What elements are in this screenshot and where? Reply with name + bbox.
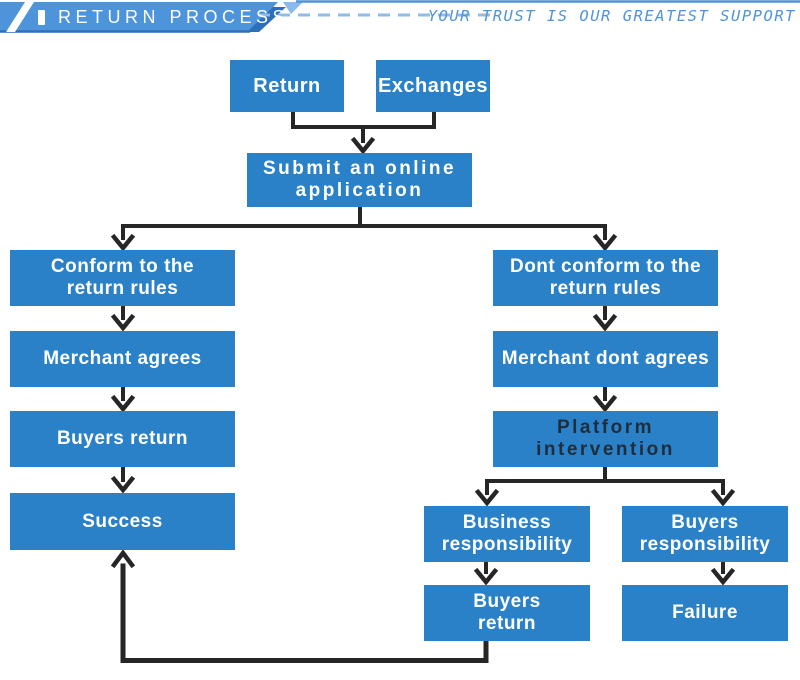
title-bar-icon xyxy=(38,10,45,25)
node-buyers-return: Buyers return xyxy=(10,411,235,467)
arrowhead-down xyxy=(110,233,136,252)
node-label: Dont conform to the return rules xyxy=(509,256,702,299)
node-label: Exchanges xyxy=(377,74,489,97)
page-title: RETURN PROCESS xyxy=(58,7,290,27)
arrowhead-down xyxy=(592,313,618,332)
banner-shape xyxy=(0,2,278,32)
node-conform-rules: Conform to the return rules xyxy=(10,250,235,306)
feedback-line xyxy=(120,563,489,663)
node-failure: Failure xyxy=(622,585,788,641)
node-submit-application: Submit an online application xyxy=(247,153,472,207)
arrowhead-down xyxy=(110,394,136,413)
node-label: Buyers responsibility xyxy=(639,512,771,555)
arrowhead-down xyxy=(592,394,618,413)
arrowhead-down xyxy=(110,475,136,494)
node-label: Merchant agrees xyxy=(43,348,202,370)
connector-line xyxy=(291,110,436,129)
arrowhead-down xyxy=(350,136,376,155)
node-dont-conform-rules: Dont conform to the return rules xyxy=(493,250,718,306)
connector-line xyxy=(121,224,607,240)
node-buyers-return-2: Buyers return xyxy=(424,585,590,641)
node-label: Business responsibility xyxy=(441,512,573,555)
node-label: Merchant dont agrees xyxy=(501,348,710,370)
arrowhead-up xyxy=(110,549,136,569)
node-business-responsibility: Business responsibility xyxy=(424,506,590,562)
node-buyers-responsibility: Buyers responsibility xyxy=(622,506,788,562)
node-label: Platform intervention xyxy=(536,417,675,460)
node-label: Failure xyxy=(672,602,738,624)
banner-fold xyxy=(247,7,286,32)
header-banner xyxy=(0,0,800,33)
connector-line xyxy=(485,479,725,495)
node-label: Success xyxy=(82,510,163,532)
arrowhead-down xyxy=(110,313,136,332)
node-label: Conform to the return rules xyxy=(50,256,195,299)
node-merchant-agrees: Merchant agrees xyxy=(10,331,235,387)
node-label: Submit an online application xyxy=(262,158,457,201)
node-return: Return xyxy=(230,60,344,112)
banner-slash xyxy=(6,2,34,32)
node-platform-intervention: Platform intervention xyxy=(493,411,718,467)
arrowhead-down xyxy=(710,488,736,507)
node-merchant-dont-agrees: Merchant dont agrees xyxy=(493,331,718,387)
node-label: Buyers return xyxy=(473,591,541,634)
arrowhead-down xyxy=(592,233,618,252)
banner-sliver xyxy=(283,2,303,14)
arrowhead-down xyxy=(710,567,736,586)
node-success: Success xyxy=(10,493,235,550)
node-exchanges: Exchanges xyxy=(376,60,490,112)
arrowhead-down xyxy=(474,488,500,507)
header-title: RETURN PROCESS xyxy=(38,7,289,28)
header-slogan: YOUR TRUST IS OUR GREATEST SUPPORT xyxy=(427,7,796,25)
arrowhead-down xyxy=(473,567,499,586)
node-label: Buyers return xyxy=(56,428,189,450)
node-label: Return xyxy=(253,74,321,97)
